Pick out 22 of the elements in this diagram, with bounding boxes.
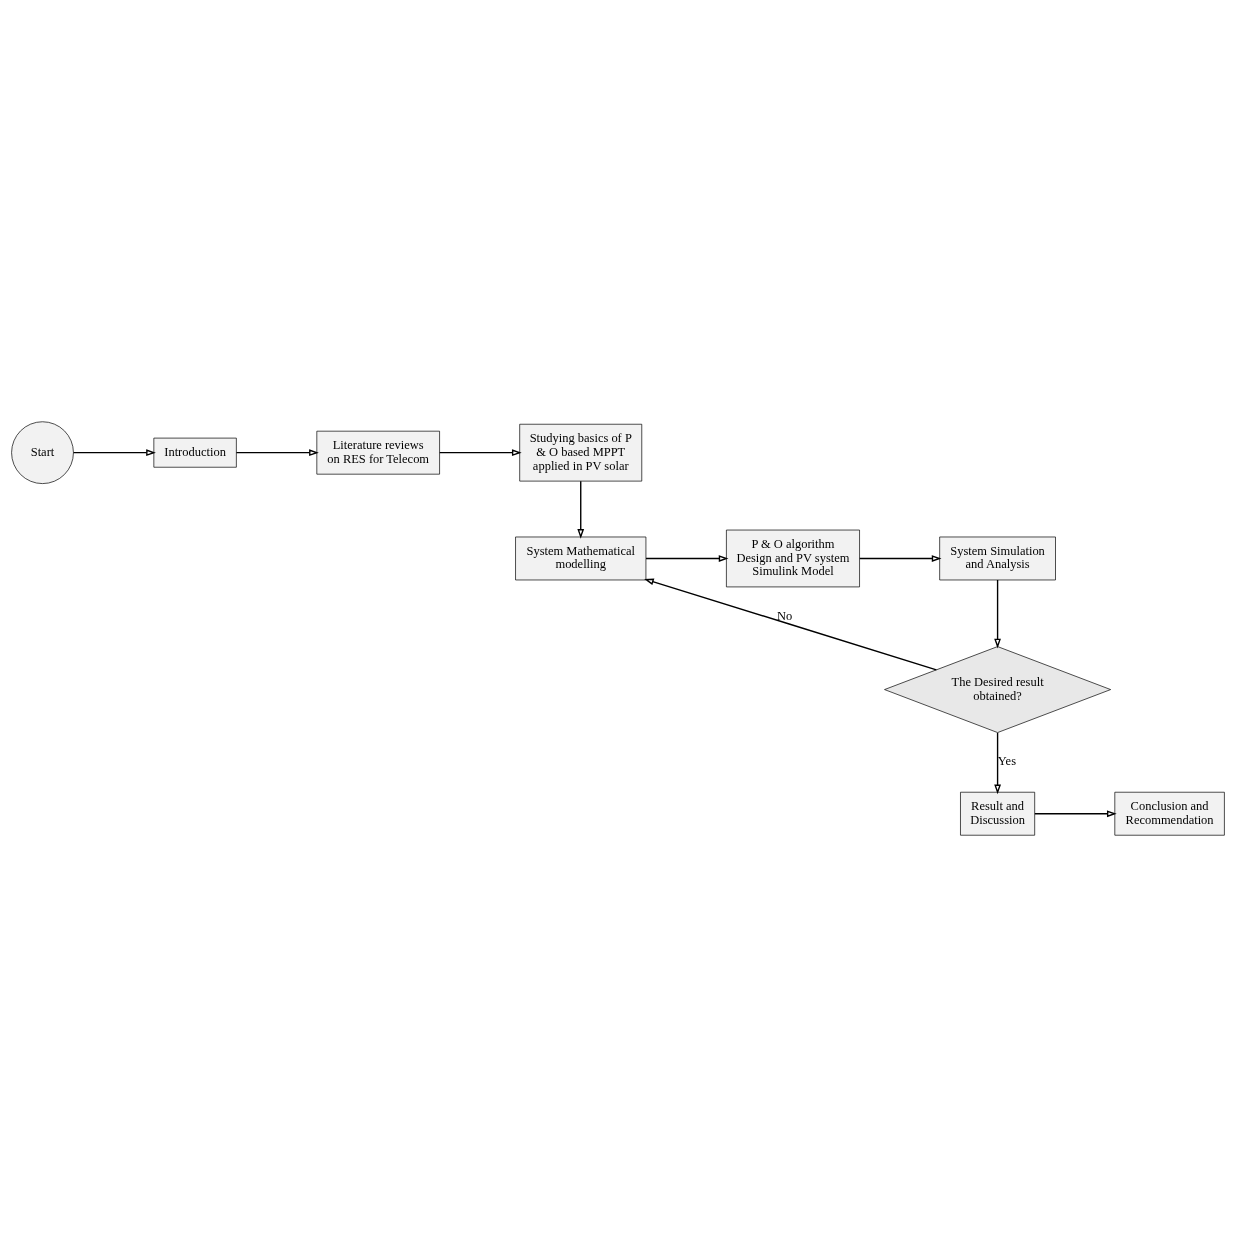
edge-label: No: [777, 608, 793, 623]
node-box: Result and Discussion: [960, 791, 1036, 836]
node-box: Studying basics of P & O based MPPT applied in PV solar: [519, 423, 643, 482]
arrow: [859, 555, 942, 562]
edge-label: Yes: [997, 754, 1017, 769]
arrow: [439, 449, 522, 457]
node-box: P & O algorithm Design and PV system Simulink Model: [726, 529, 860, 588]
node-box: System Simulation and Analysis: [939, 536, 1056, 581]
arrow: [72, 449, 156, 457]
node-box: Conclusion and Recommendation: [1114, 791, 1225, 836]
node-circle: Start: [11, 421, 74, 484]
arrow: [235, 449, 319, 457]
arrow: [645, 555, 729, 562]
node-box: System Mathematical modelling: [515, 536, 647, 581]
node-diamond: The Desired result obtained?: [884, 646, 1111, 733]
arrow: [994, 732, 1001, 795]
arrow: [577, 480, 585, 539]
node-box: Literature reviews on RES for Telecom: [316, 430, 440, 475]
arrow: [994, 579, 1001, 649]
node-box: Introduction: [153, 437, 237, 468]
arrow: [644, 578, 938, 671]
arrow: [1034, 810, 1117, 818]
